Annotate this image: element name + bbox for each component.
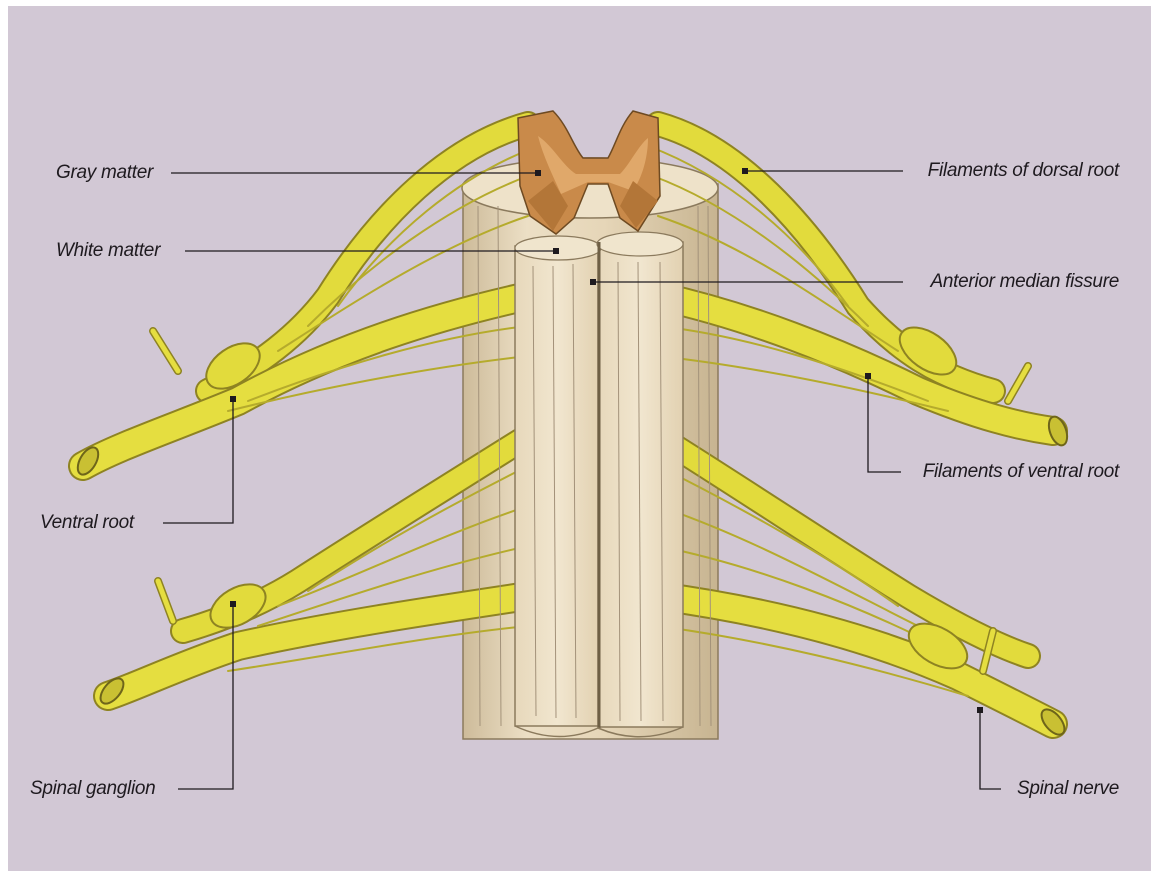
- label-spinal-nerve: Spinal nerve: [1017, 778, 1119, 800]
- label-gray-matter: Gray matter: [56, 162, 153, 184]
- spinal-cord-illustration: [8, 6, 1151, 871]
- label-filaments-ventral-root: Filaments of ventral root: [923, 461, 1119, 483]
- diagram-frame: Gray matter White matter Ventral root Sp…: [8, 6, 1151, 871]
- label-ventral-root: Ventral root: [40, 512, 134, 534]
- label-white-matter: White matter: [56, 240, 160, 262]
- label-filaments-dorsal-root: Filaments of dorsal root: [928, 160, 1119, 182]
- label-spinal-ganglion: Spinal ganglion: [30, 778, 155, 800]
- label-anterior-median-fissure: Anterior median fissure: [931, 271, 1119, 293]
